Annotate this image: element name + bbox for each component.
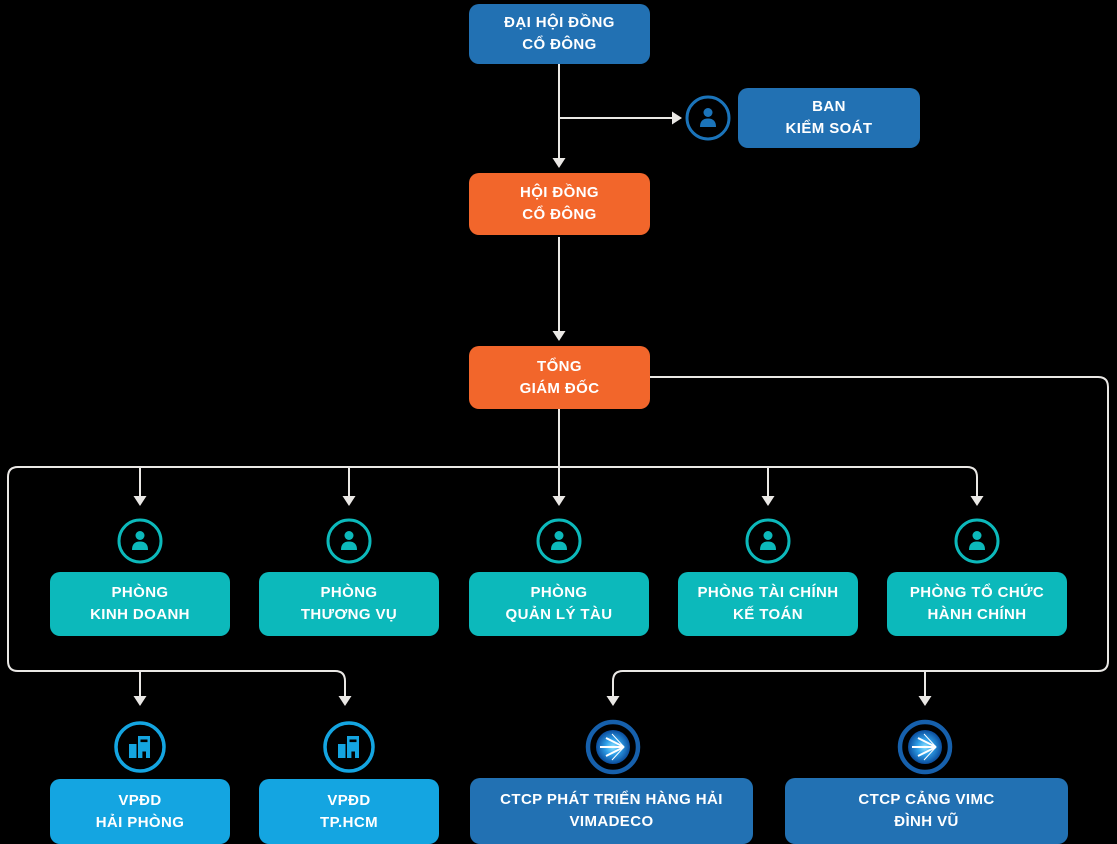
node-label-line2: QUẢN LÝ TÀU (505, 606, 613, 623)
person-icon (685, 95, 731, 141)
node-label-line2: TP.HCM (320, 813, 378, 831)
node-dept-kinh-doanh: PHÒNG KINH DOANH (50, 572, 230, 636)
node-label-line2: KINH DOANH (90, 606, 190, 623)
node-label-line1: TỔNG (537, 357, 582, 375)
node-branch-hai-phong: VPĐD HẢI PHÒNG (50, 779, 230, 844)
person-icon (745, 518, 791, 564)
node-branch-tphcm: VPĐD TP.HCM (259, 779, 439, 844)
node-label-line1: PHÒNG (320, 584, 378, 601)
node-label-line2: KẾ TOÁN (732, 606, 804, 623)
person-icon (536, 518, 582, 564)
person-icon (326, 518, 372, 564)
node-label-line1: CTCP PHÁT TRIỂN HÀNG HẢI (500, 791, 723, 808)
node-subsidiary-dinh-vu: CTCP CẢNG VIMC ĐÌNH VŨ (785, 778, 1068, 844)
node-label-line1: PHÒNG TÀI CHÍNH (697, 584, 839, 601)
node-label-line1: PHÒNG TỔ CHỨC (909, 584, 1045, 601)
node-label-line2: GIÁM ĐỐC (519, 379, 600, 397)
node-label-line1: PHÒNG (111, 584, 169, 601)
node-label-line2: HẢI PHÒNG (95, 813, 185, 831)
vimc-logo-icon (585, 719, 641, 775)
node-dept-thuong-vu: PHÒNG THƯƠNG VỤ (259, 572, 439, 636)
node-label-line1: VPĐD (118, 791, 162, 809)
node-dept-tai-chinh-ke-toan: PHÒNG TÀI CHÍNH KẾ TOÁN (678, 572, 858, 636)
node-label-line2: KIỂM SOÁT (785, 120, 873, 137)
building-icon (323, 721, 375, 773)
node-subsidiary-vimadeco: CTCP PHÁT TRIỂN HÀNG HẢI VIMADECO (470, 778, 753, 844)
node-label-line1: HỘI ĐỒNG (519, 184, 600, 201)
node-label-line2: VIMADECO (569, 813, 654, 830)
node-label-line1: PHÒNG (530, 584, 588, 601)
building-icon (114, 721, 166, 773)
node-supervisory-board: BAN KIỂM SOÁT (738, 88, 920, 148)
node-label-line2: CỔ ĐÔNG (522, 206, 597, 223)
person-icon (117, 518, 163, 564)
node-ceo: TỔNG GIÁM ĐỐC (469, 346, 650, 409)
person-icon (954, 518, 1000, 564)
node-label-line1: CTCP CẢNG VIMC (858, 791, 995, 808)
node-label-line1: BAN (812, 98, 846, 115)
node-dept-quan-ly-tau: PHÒNG QUẢN LÝ TÀU (469, 572, 649, 636)
node-label-line2: CỔ ĐÔNG (522, 36, 597, 53)
node-label-line2: THƯƠNG VỤ (300, 606, 398, 623)
node-label-line2: ĐÌNH VŨ (894, 813, 959, 830)
node-label-line1: VPĐD (327, 791, 371, 809)
node-general-assembly: ĐẠI HỘI ĐỒNG CỔ ĐÔNG (469, 4, 650, 64)
vimc-logo-icon (897, 719, 953, 775)
node-label-line2: HÀNH CHÍNH (927, 606, 1027, 623)
node-dept-to-chuc-hanh-chinh: PHÒNG TỔ CHỨC HÀNH CHÍNH (887, 572, 1067, 636)
node-board: HỘI ĐỒNG CỔ ĐÔNG (469, 173, 650, 235)
node-label-line1: ĐẠI HỘI ĐỒNG (504, 14, 615, 31)
